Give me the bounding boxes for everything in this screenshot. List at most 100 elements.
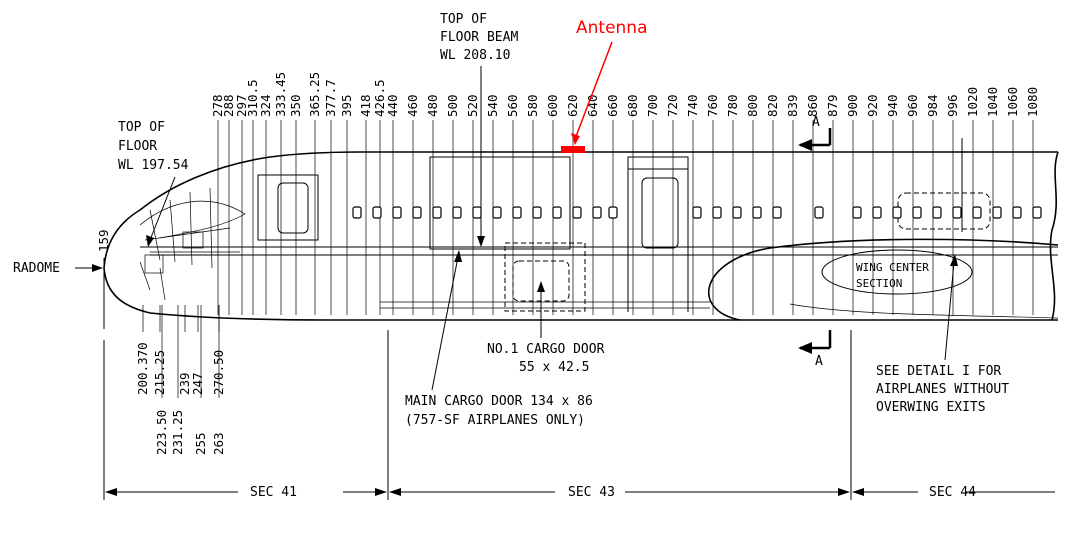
floor-line-3: WL 197.54 (118, 158, 189, 173)
section-a-bottom-label: A (815, 354, 823, 369)
see-detail-line-2: AIRPLANES WITHOUT (876, 382, 1009, 397)
sec-41-label: SEC 41 (250, 485, 297, 500)
top-station-label: 520 (465, 94, 480, 117)
top-station-label: 324 (258, 94, 273, 117)
top-station-label: 760 (705, 94, 720, 117)
window-row (352, 206, 1042, 219)
wing-center-callout: WING CENTER SECTION (856, 261, 929, 290)
top-station-label: 440 (385, 94, 400, 117)
top-station-label: 960 (905, 94, 920, 117)
sec-44-label: SEC 44 (929, 485, 976, 500)
top-station-label: 350 (288, 94, 303, 117)
section-dimension-line: SEC 41 SEC 43 SEC 44 (105, 330, 1055, 500)
top-station-label: 278 (210, 94, 225, 117)
cabin-window (912, 206, 922, 219)
cabin-window (952, 206, 962, 219)
bottom-station-label: 239 (177, 372, 192, 395)
cabin-window (372, 206, 382, 219)
top-station-label: 900 (845, 94, 860, 117)
floor-beam-line-2: FLOOR BEAM (440, 30, 518, 45)
top-station-label: 310.5 (245, 79, 260, 117)
cabin-window (932, 206, 942, 219)
top-station-label: 839 (785, 94, 800, 117)
cabin-window (892, 206, 902, 219)
top-station-label: 860 (805, 94, 820, 117)
cabin-window (472, 206, 482, 219)
cargo-door-1-callout: NO.1 CARGO DOOR 55 x 42.5 (487, 281, 605, 375)
top-station-label: 580 (525, 94, 540, 117)
wing-center-line-2: SECTION (856, 277, 902, 290)
cabin-window (352, 206, 362, 219)
see-detail-line-1: SEE DETAIL I FOR (876, 364, 1001, 379)
floor-beam-line-3: WL 208.10 (440, 48, 510, 63)
cabin-window (1032, 206, 1042, 219)
cargo-door-1-line-2: 55 x 42.5 (519, 360, 589, 375)
cabin-window (814, 206, 824, 219)
bottom-station-label: 263 (211, 432, 226, 455)
top-station-label: 426.5 (372, 79, 387, 117)
cabin-window (512, 206, 522, 219)
top-station-label: 288 (221, 94, 236, 117)
cabin-window (992, 206, 1002, 219)
cabin-window (412, 206, 422, 219)
top-station-label: 377.7 (323, 79, 338, 117)
floor-callout: TOP OF FLOOR WL 197.54 (118, 120, 189, 247)
cabin-window (752, 206, 762, 219)
section-a-top-label: A (812, 115, 820, 130)
top-station-label: 620 (565, 94, 580, 117)
main-cargo-door-line-2: (757-SF AIRPLANES ONLY) (405, 413, 585, 428)
main-cargo-door-callout: MAIN CARGO DOOR 134 x 86 (757-SF AIRPLAN… (405, 250, 593, 428)
top-station-label: 1080 (1025, 87, 1040, 117)
top-station-label: 500 (445, 94, 460, 117)
cabin-window (972, 206, 982, 219)
cabin-window (872, 206, 882, 219)
section-a-top-marker: A (798, 115, 832, 151)
bottom-station-label: 215.25 (152, 350, 167, 395)
bottom-station-label: 231.25 (170, 410, 185, 455)
bottom-station-label: 200.370 (135, 342, 150, 395)
top-station-label: 984 (925, 94, 940, 117)
top-station-label: 1020 (965, 87, 980, 117)
top-station-label: 1060 (1005, 87, 1020, 117)
top-station-label: 395 (339, 94, 354, 117)
top-station-label: 740 (685, 94, 700, 117)
station-frames (217, 152, 1034, 315)
top-station-label: 600 (545, 94, 560, 117)
cabin-window (712, 206, 722, 219)
top-station-label: 297 (234, 94, 249, 117)
cabin-window (392, 206, 402, 219)
floor-beam-line-1: TOP OF (440, 12, 487, 27)
fuselage-outline (103, 151, 1059, 321)
cabin-window (432, 206, 442, 219)
top-station-label: 560 (505, 94, 520, 117)
sec-43-label: SEC 43 (568, 485, 615, 500)
floor-line-2: FLOOR (118, 139, 157, 154)
cabin-window (452, 206, 462, 219)
top-station-label: 418 (358, 94, 373, 117)
cabin-window (692, 206, 702, 219)
top-station-label: 800 (745, 94, 760, 117)
cabin-window (608, 206, 618, 219)
floor-line-1: TOP OF (118, 120, 165, 135)
bottom-station-label: 270.50 (211, 350, 226, 395)
top-station-label: 680 (625, 94, 640, 117)
top-station-label: 920 (865, 94, 880, 117)
station-159-label: 159 (96, 229, 111, 252)
top-station-label: 640 (585, 94, 600, 117)
top-station-label: 480 (425, 94, 440, 117)
wing-center-line-1: WING CENTER (856, 261, 929, 274)
cabin-window (552, 206, 562, 219)
cabin-window (852, 206, 862, 219)
bottom-station-label: 247 (190, 372, 205, 395)
top-station-label: 700 (645, 94, 660, 117)
main-cargo-door-line-1: MAIN CARGO DOOR 134 x 86 (405, 394, 593, 409)
radome-callout: RADOME 159 (13, 229, 111, 500)
top-station-label: 365.25 (307, 72, 322, 117)
cabin-window (572, 206, 582, 219)
bottom-station-label: 255 (193, 432, 208, 455)
floor-beam-callout: TOP OF FLOOR BEAM WL 208.10 (440, 12, 518, 247)
top-station-label: 333.45 (273, 72, 288, 117)
